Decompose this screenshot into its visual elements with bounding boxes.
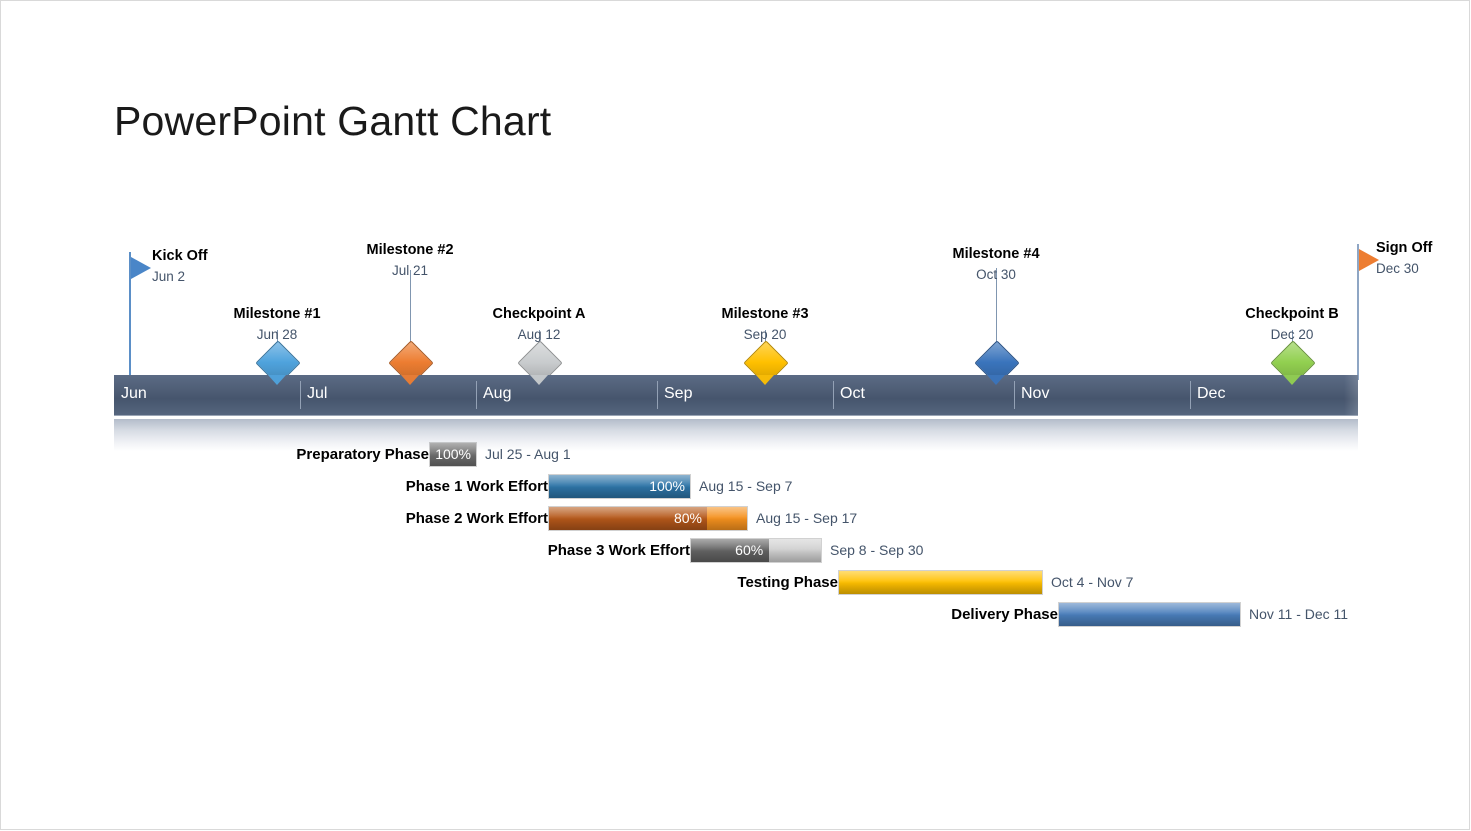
- timeline-month-label: Oct: [840, 385, 865, 402]
- milestone-date-sign-off: Dec 30: [1376, 261, 1419, 276]
- timeline-month-label: Nov: [1021, 385, 1050, 402]
- timeline-fade-band: [114, 419, 1358, 451]
- task-row: Phase 2 Work Effort 80% Aug 15 - Sep 17: [0, 505, 1471, 531]
- timeline-notch-milestone-1: [268, 375, 286, 385]
- timeline-divider: [657, 381, 658, 409]
- task-bar-testing-phase[interactable]: [838, 569, 1043, 595]
- milestone-date-checkpoint-b: Dec 20: [1270, 327, 1314, 342]
- milestone-label-milestone-4: Milestone #4: [952, 246, 1040, 262]
- task-percent-phase-2-work-effort: 80%: [673, 510, 702, 526]
- timeline-month-aug: Aug: [476, 375, 657, 415]
- page-title: PowerPoint Gantt Chart: [114, 98, 552, 144]
- task-bar-progress: [691, 538, 769, 562]
- milestone-date-kick-off: Jun 2: [152, 269, 186, 284]
- task-label-phase-3-work-effort: Phase 3 Work Effort: [547, 541, 690, 559]
- milestone-date-checkpoint-a: Aug 12: [517, 327, 561, 342]
- timeline-notch-checkpoint-b: [1283, 375, 1301, 385]
- flag-icon: [1359, 249, 1379, 271]
- milestone-date-milestone-4: Oct 30: [976, 267, 1016, 282]
- timeline-month-dec: Dec: [1190, 375, 1358, 415]
- milestone-date-milestone-2: Jul 21: [391, 263, 429, 278]
- task-dates-phase-1-work-effort: Aug 15 - Sep 7: [699, 478, 793, 494]
- timeline-month-label: Sep: [664, 385, 693, 402]
- milestone-label-milestone-1: Milestone #1: [233, 306, 321, 322]
- task-bar-progress: [1059, 602, 1240, 626]
- flag-icon: [131, 257, 151, 279]
- milestone-label-sign-off: Sign Off: [1376, 240, 1433, 256]
- timeline-month-sep: Sep: [657, 375, 833, 415]
- milestone-label-milestone-2: Milestone #2: [366, 242, 454, 258]
- task-bar-preparatory-phase[interactable]: 100%: [429, 441, 477, 467]
- timeline-notch-checkpoint-a: [530, 375, 548, 385]
- task-bar-delivery-phase[interactable]: [1058, 601, 1241, 627]
- timeline-divider: [476, 381, 477, 409]
- timeline-divider: [1190, 381, 1191, 409]
- timeline-month-jul: Jul: [300, 375, 476, 415]
- milestone-date-milestone-1: Jun 28: [256, 327, 298, 342]
- timeline-month-label: Jun: [121, 385, 147, 402]
- task-bar-progress: [549, 506, 708, 530]
- task-label-delivery-phase: Delivery Phase: [951, 605, 1058, 623]
- milestone-label-kick-off: Kick Off: [152, 248, 208, 264]
- milestone-label-checkpoint-a: Checkpoint A: [492, 306, 586, 322]
- task-dates-delivery-phase: Nov 11 - Dec 11: [1249, 606, 1349, 622]
- task-label-testing-phase: Testing Phase: [737, 573, 838, 591]
- task-percent-phase-3-work-effort: 60%: [735, 542, 764, 558]
- timeline-month-oct: Oct: [833, 375, 1014, 415]
- task-dates-phase-3-work-effort: Sep 8 - Sep 30: [830, 542, 924, 558]
- timeline-bar: Jun Jul Aug Sep Oct Nov Dec: [114, 375, 1358, 415]
- task-dates-preparatory-phase: Jul 25 - Aug 1: [485, 446, 571, 462]
- flag-pole-icon: [1357, 244, 1359, 380]
- task-label-phase-2-work-effort: Phase 2 Work Effort: [405, 509, 548, 527]
- task-row: Delivery Phase Nov 11 - Dec 11: [0, 601, 1471, 627]
- task-bar-phase-2-work-effort[interactable]: 80%: [548, 505, 748, 531]
- task-row: Testing Phase Oct 4 - Nov 7: [0, 569, 1471, 595]
- timeline-month-label: Dec: [1197, 385, 1226, 402]
- milestone-stem-milestone-4: [996, 268, 997, 380]
- timeline-month-label: Jul: [307, 385, 328, 402]
- task-bar-progress: [430, 442, 476, 466]
- milestone-label-milestone-3: Milestone #3: [721, 306, 809, 322]
- timeline-notch-milestone-4: [987, 375, 1005, 385]
- timeline-divider: [1014, 381, 1015, 409]
- task-dates-testing-phase: Oct 4 - Nov 7: [1051, 574, 1134, 590]
- timeline-month-nov: Nov: [1014, 375, 1190, 415]
- task-percent-preparatory-phase: 100%: [435, 446, 471, 462]
- flag-pole-icon: [129, 252, 131, 380]
- timeline-divider: [300, 381, 301, 409]
- task-label-phase-1-work-effort: Phase 1 Work Effort: [405, 477, 548, 495]
- milestone-stem-milestone-2: [410, 270, 411, 380]
- task-percent-phase-1-work-effort: 100%: [649, 478, 685, 494]
- task-bar-progress: [549, 474, 690, 498]
- task-row: Phase 3 Work Effort 60% Sep 8 - Sep 30: [0, 537, 1471, 563]
- milestone-label-checkpoint-b: Checkpoint B: [1245, 306, 1339, 322]
- milestone-date-milestone-3: Sep 20: [743, 327, 787, 342]
- task-bar-phase-1-work-effort[interactable]: 100%: [548, 473, 691, 499]
- task-bar-phase-3-work-effort[interactable]: 60%: [690, 537, 822, 563]
- timeline-month-jun: Jun: [114, 375, 300, 415]
- task-dates-phase-2-work-effort: Aug 15 - Sep 17: [756, 510, 858, 526]
- timeline-notch-milestone-3: [756, 375, 774, 385]
- timeline-notch-milestone-2: [401, 375, 419, 385]
- task-bar-progress: [839, 570, 1042, 594]
- timeline-divider: [833, 381, 834, 409]
- task-row: Phase 1 Work Effort 100% Aug 15 - Sep 7: [0, 473, 1471, 499]
- timeline-month-label: Aug: [483, 385, 512, 402]
- task-label-preparatory-phase: Preparatory Phase: [296, 445, 429, 463]
- task-row: Preparatory Phase 100% Jul 25 - Aug 1: [0, 441, 1471, 467]
